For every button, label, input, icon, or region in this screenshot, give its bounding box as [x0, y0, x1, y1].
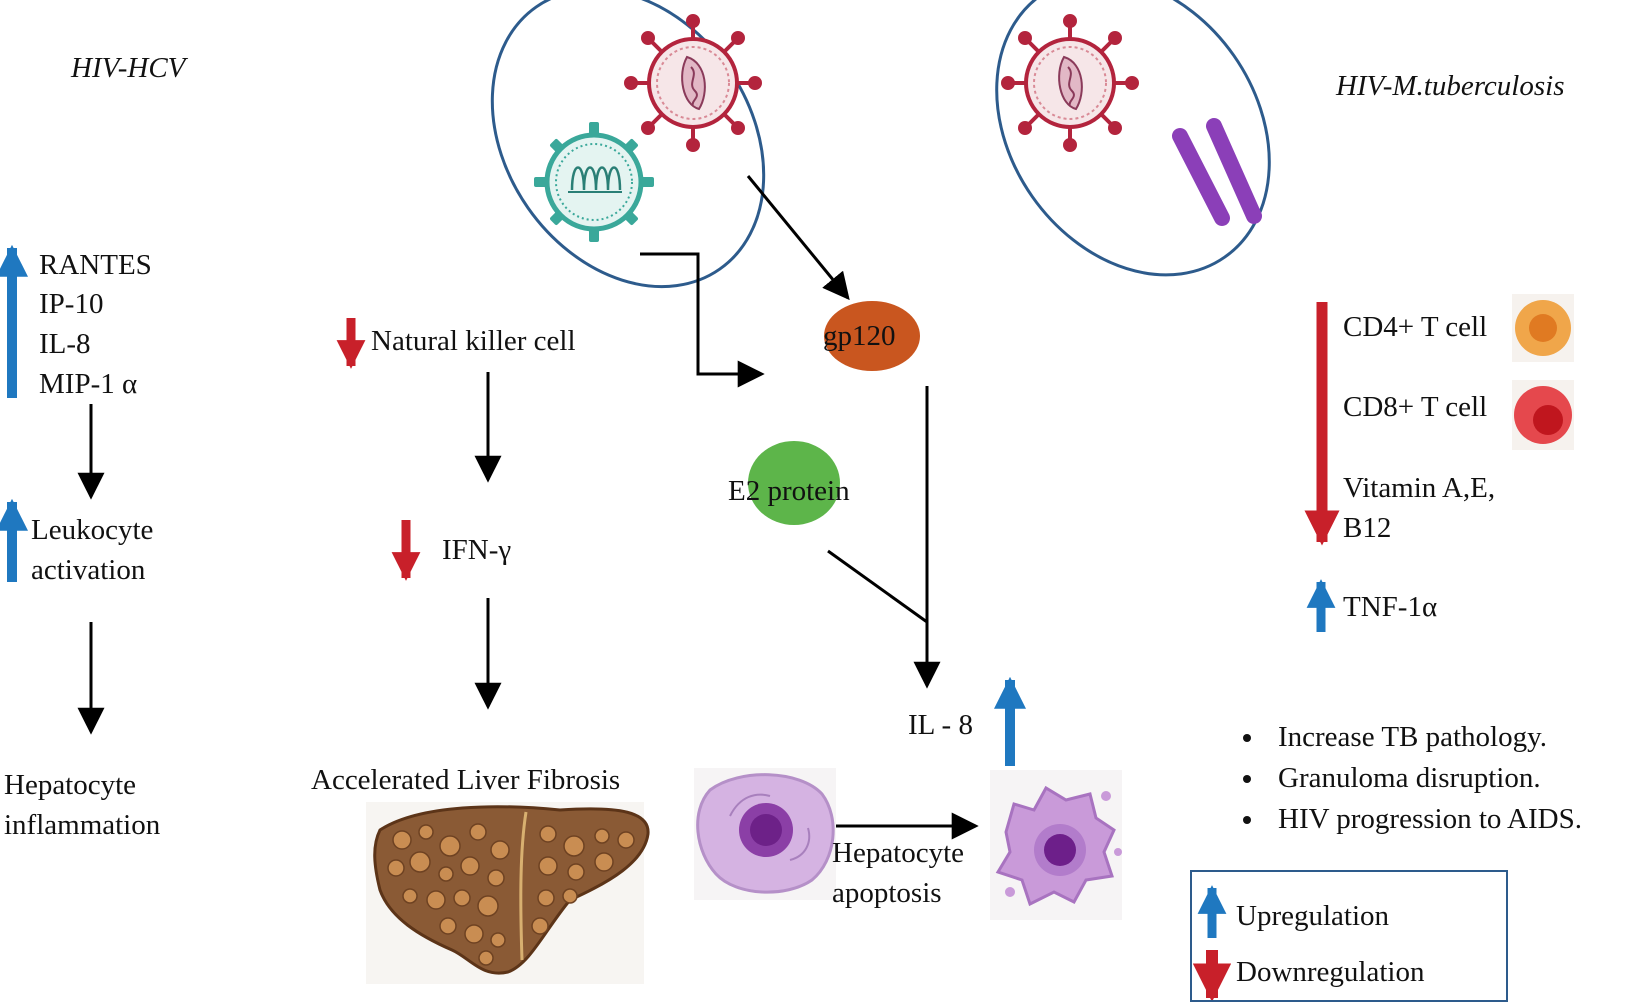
il8-label: IL - 8 — [908, 709, 973, 741]
liver-nodule — [439, 917, 457, 935]
mycobacterium-icon — [1172, 118, 1262, 226]
right-title: HIV-M.tuberculosis — [1336, 70, 1565, 102]
liver-nodule — [426, 890, 446, 910]
liver-nodule — [537, 889, 555, 907]
e2-protein-node — [748, 441, 840, 525]
arrow-cell-to-gp120 — [746, 175, 850, 301]
gp120-node — [824, 301, 920, 371]
hepatocyte-inflammation-label-2: inflammation — [4, 809, 161, 841]
hepatocyte-apoptosis-label-1: Hepatocyte — [832, 837, 965, 869]
tnf-label: TNF-1α — [1343, 591, 1438, 623]
vitamin-label-1: Vitamin A,E, — [1343, 472, 1496, 504]
liver-nodule — [490, 932, 506, 948]
legend-up-label: Upregulation — [1236, 900, 1390, 932]
hepatocyte-icon — [694, 768, 836, 900]
liver-nodule — [563, 835, 585, 857]
liver-nodule — [538, 856, 558, 876]
line-e2-to-il8 — [827, 549, 928, 624]
liver-nodule — [392, 830, 412, 850]
liver-nodule — [438, 866, 454, 882]
vitamin-label-2: B12 — [1343, 512, 1392, 544]
list-item: Increase TB pathology. — [1266, 717, 1582, 758]
liver-nodule — [464, 924, 484, 944]
activation-label: activation — [31, 554, 146, 586]
liver-nodule — [487, 869, 505, 887]
hepatocyte-inflammation-label-1: Hepatocyte — [4, 769, 137, 801]
liver-nodule — [594, 828, 610, 844]
liver-nodule — [594, 852, 614, 872]
liver-nodule — [469, 823, 487, 841]
tb-outcomes-list: Increase TB pathology. Granuloma disrupt… — [1238, 717, 1582, 840]
liver-nodule — [567, 863, 585, 881]
legend — [1190, 870, 1508, 1002]
apoptotic-hepatocyte-icon — [990, 770, 1122, 920]
gp120-label: gp120 — [823, 320, 896, 352]
liver-nodule — [409, 851, 431, 873]
liver-nodule — [402, 888, 418, 904]
ifn-gamma-label: IFN-γ — [442, 534, 512, 566]
cd4-cell-icon — [1512, 294, 1574, 362]
liver-nodule — [439, 835, 461, 857]
mip1a-label: MIP-1 α — [39, 368, 138, 400]
liver-icon — [366, 802, 650, 984]
liver-nodule — [478, 950, 494, 966]
arrow-cell-elbow — [640, 252, 765, 388]
nk-cell-label: Natural killer cell — [371, 325, 576, 357]
liver-fibrosis-label: Accelerated Liver Fibrosis — [311, 764, 621, 796]
ip10-label: IP-10 — [39, 288, 104, 320]
list-item: HIV progression to AIDS. — [1266, 799, 1582, 840]
list-item: Granuloma disruption. — [1266, 758, 1582, 799]
hiv-tb-cell — [995, 0, 1271, 277]
e2-protein-label: E2 protein — [728, 475, 850, 507]
liver-nodule — [418, 824, 434, 840]
liver-nodule — [539, 825, 557, 843]
rantes-label: RANTES — [39, 249, 152, 281]
liver-nodule — [460, 856, 480, 876]
left-title: HIV-HCV — [71, 52, 186, 84]
cd8-cell-icon — [1512, 380, 1574, 450]
hepatocyte-apoptosis-label-2: apoptosis — [832, 877, 942, 909]
cd4-label: CD4+ T cell — [1343, 311, 1488, 343]
liver-nodule — [562, 888, 578, 904]
hiv-virus-icon — [624, 14, 762, 152]
hiv-virus-icon-right — [1001, 14, 1139, 152]
liver-nodule — [531, 917, 549, 935]
liver-nodule — [617, 831, 635, 849]
cd8-label: CD8+ T cell — [1343, 391, 1488, 423]
liver-nodule — [477, 895, 499, 917]
liver-nodule — [453, 889, 471, 907]
liver-nodule — [387, 859, 405, 877]
liver-nodule — [490, 840, 510, 860]
leukocyte-label: Leukocyte — [31, 514, 154, 546]
legend-down-label: Downregulation — [1236, 956, 1425, 988]
hcv-virus-icon — [534, 122, 654, 242]
il8-chemokine-label: IL-8 — [39, 328, 91, 360]
